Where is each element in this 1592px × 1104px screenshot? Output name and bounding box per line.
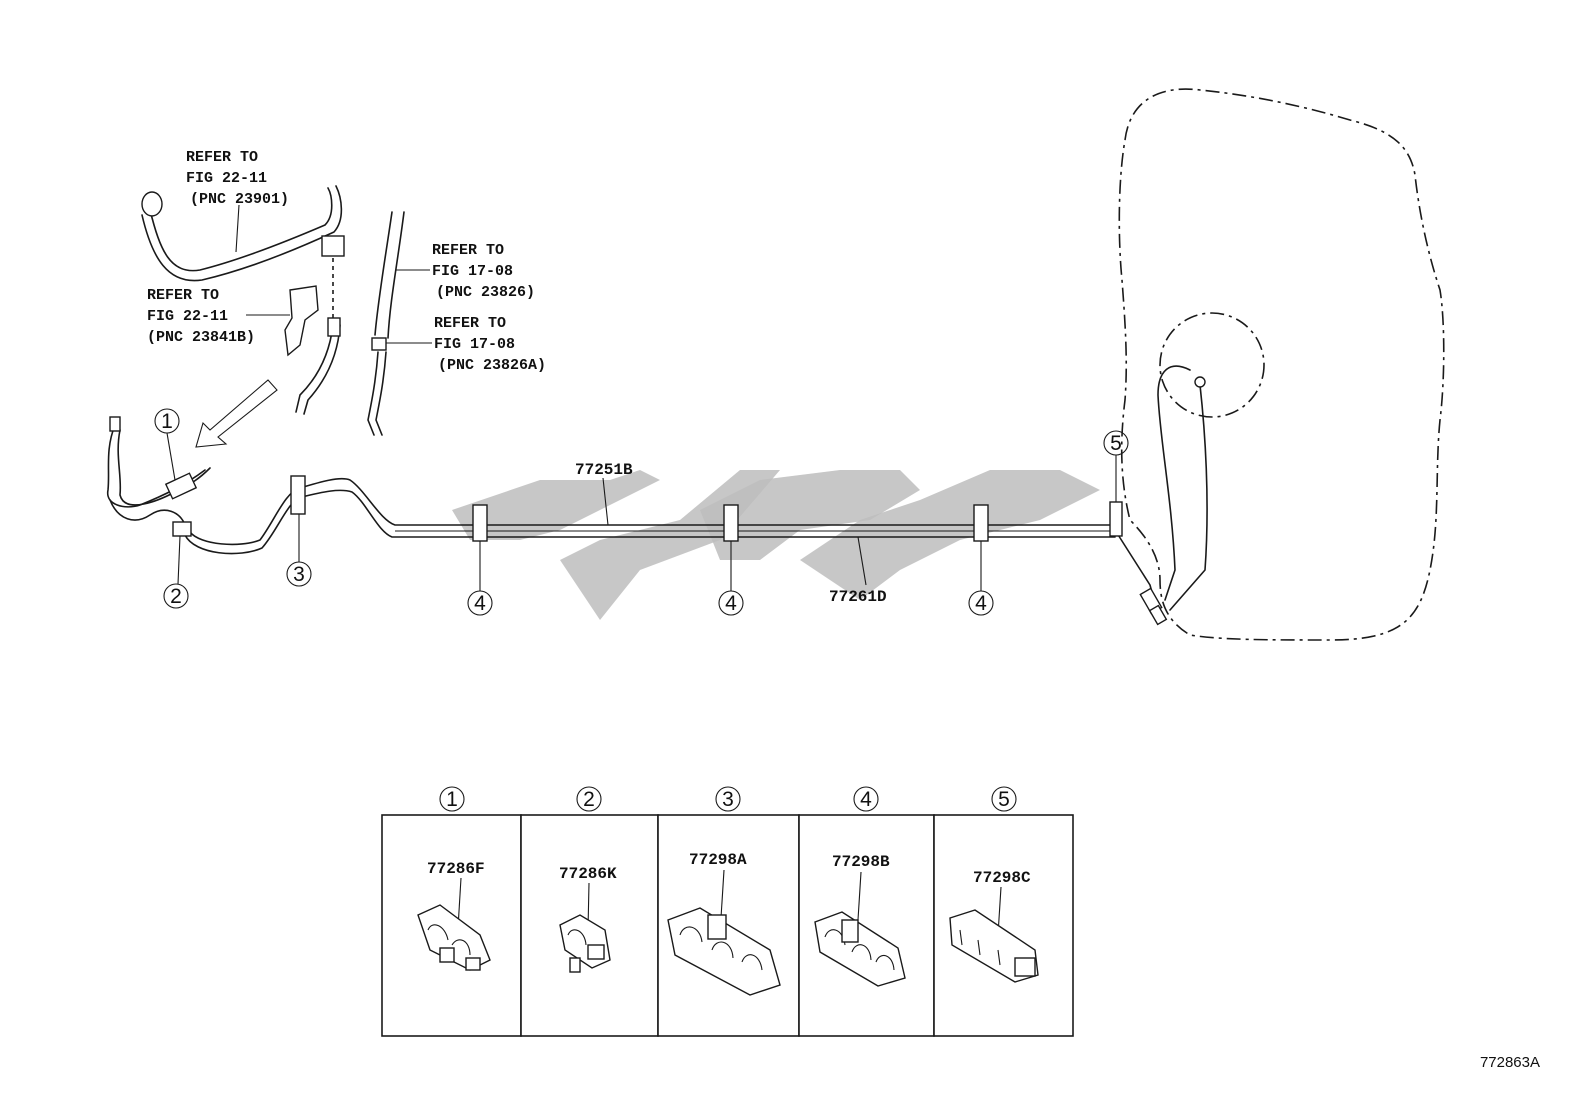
table-part-3: 77298A [689,851,747,869]
callout-4c: 4 [968,541,994,616]
svg-text:3: 3 [293,563,305,586]
svg-text:4: 4 [975,592,987,615]
svg-text:(PNC 23841B): (PNC 23841B) [147,329,255,346]
callout-3: 3 [286,514,312,587]
hose-23826a-b [375,351,387,436]
left-tube-coil-3 [109,499,186,526]
callout-4a: 4 [467,541,493,616]
hose-23901-b [141,185,343,282]
leader-77251b [602,477,609,526]
bracket-23841b-icon [284,285,319,357]
clamp-table: 1 2 3 4 5 77286F 77286K 77298A 77298B 77… [381,786,1074,1037]
clamp-4-icon [472,504,488,542]
leader-77261d [857,536,867,586]
table-part-5: 77298C [973,869,1031,887]
tank-tube-b [1169,384,1208,611]
callout-4b: 4 [718,541,744,616]
tank-tube-a [1157,365,1191,601]
reference-23901: REFER TO FIG 22-11 (PNC 23901) [186,149,289,208]
clamp-3-icon [290,475,306,515]
pump-fitting-icon [1194,376,1206,388]
callout-1: 1 [154,408,180,481]
hose-23826-b [387,211,405,339]
svg-text:2: 2 [170,585,182,608]
table-part-2: 77286K [559,865,617,883]
connector-icon [1148,604,1168,626]
svg-text:FIG 22-11: FIG 22-11 [147,308,228,325]
label-77251b: 77251B [575,461,633,479]
watermark-logo [452,470,1100,620]
clamp-2-icon [172,521,192,537]
connector-icon [327,317,341,337]
svg-text:FIG 17-08: FIG 17-08 [434,336,515,353]
svg-text:(PNC 23901): (PNC 23901) [190,191,289,208]
hose-23826a [367,351,379,436]
table-header-2: 2 [576,786,602,812]
clamp-77286k-icon [559,882,611,973]
table-header-5: 5 [991,786,1017,812]
callout-2: 2 [163,535,189,609]
hose-23901 [149,187,333,272]
label-77261d: 77261D [829,588,887,606]
svg-text:1: 1 [446,788,458,811]
pump-ring [1159,312,1265,418]
svg-text:5: 5 [998,788,1010,811]
connector-icon [109,416,121,432]
svg-text:2: 2 [583,788,595,811]
svg-text:4: 4 [725,592,737,615]
connector-icon [321,235,345,257]
fuel-tank-outline [1118,88,1445,641]
table-part-4: 77298B [832,853,890,871]
svg-text:FIG 17-08: FIG 17-08 [432,263,513,280]
table-part-1: 77286F [427,860,485,878]
svg-text:3: 3 [722,788,734,811]
left-tube-coil [107,424,206,508]
clamp-4-icon [973,504,989,542]
svg-text:REFER TO: REFER TO [434,315,506,332]
svg-text:REFER TO: REFER TO [147,287,219,304]
leader-23901 [235,204,240,253]
hose-23826 [374,211,393,336]
table-header-1: 1 [439,786,465,812]
hose-clip-icon [371,337,387,351]
clamp-5-icon [1109,501,1123,537]
clamp-77298b-icon [814,871,906,987]
reference-23826: REFER TO FIG 17-08 (PNC 23826) [432,242,535,301]
reference-23841b: REFER TO FIG 22-11 (PNC 23841B) [147,287,255,346]
table-header-4: 4 [853,786,879,812]
direction-arrow-icon [195,379,278,448]
svg-text:(PNC 23826A): (PNC 23826A) [438,357,546,374]
svg-text:1: 1 [161,410,173,433]
table-header-3: 3 [715,786,741,812]
svg-text:REFER TO: REFER TO [432,242,504,259]
svg-text:FIG 22-11: FIG 22-11 [186,170,267,187]
svg-text:5: 5 [1110,432,1122,455]
reference-23826a: REFER TO FIG 17-08 (PNC 23826A) [434,315,546,374]
hose-end-icon [141,191,163,217]
svg-text:REFER TO: REFER TO [186,149,258,166]
clamp-77298a-icon [667,869,781,996]
clamp-4-icon [723,504,739,542]
svg-text:4: 4 [474,592,486,615]
callout-5: 5 [1103,430,1129,502]
hose-lower-left-b [303,324,341,415]
svg-text:(PNC 23826): (PNC 23826) [436,284,535,301]
clamp-1-icon [164,472,198,500]
figure-code: 772863A [1480,1054,1540,1071]
svg-text:4: 4 [860,788,872,811]
clamp-77298c-icon [949,886,1039,983]
clamp-77286f-icon [417,877,491,971]
